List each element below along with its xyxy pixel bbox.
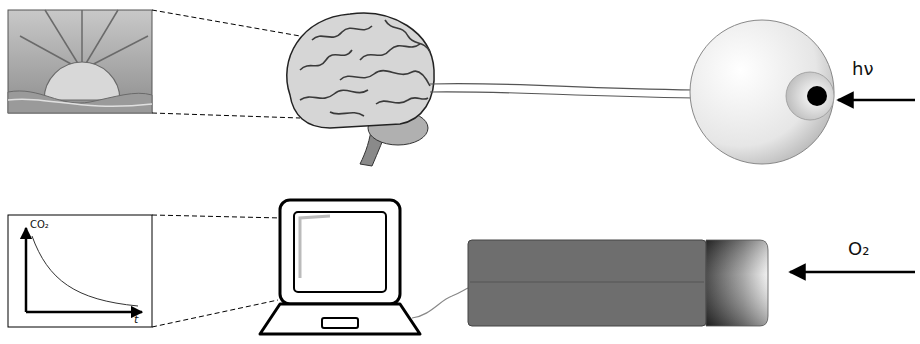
iris <box>786 72 834 120</box>
cerebrum <box>287 13 434 128</box>
sensor-cable <box>412 288 468 318</box>
gyrus <box>312 26 372 40</box>
nerve-line <box>430 84 696 90</box>
gyrus <box>385 20 430 52</box>
sun-ray <box>81 10 83 70</box>
sensor-body <box>468 240 706 326</box>
graph-inset <box>8 215 152 327</box>
oxygen-sensor <box>468 240 768 326</box>
screen-glare <box>300 216 330 278</box>
x-axis <box>26 311 142 314</box>
inset-frame <box>8 10 152 113</box>
sensor-tip-shade <box>706 240 768 326</box>
gyrus <box>300 50 352 70</box>
gyrus <box>376 98 428 104</box>
sun-ray <box>45 10 82 70</box>
gyrus <box>360 44 420 60</box>
laptop <box>260 200 420 334</box>
light-arrow <box>838 99 915 102</box>
axis-label: t <box>134 314 138 325</box>
touchpad <box>322 318 358 328</box>
photon-label: hν <box>852 60 873 78</box>
sun-rays <box>20 10 148 70</box>
brain <box>287 13 434 166</box>
y-axis <box>25 228 28 312</box>
zoom-line <box>152 300 278 327</box>
ground-highlight <box>8 99 152 106</box>
brain-gyri <box>300 20 430 116</box>
sun-disc <box>44 62 120 100</box>
gyrus <box>300 90 368 100</box>
pupil <box>807 86 827 106</box>
laptop-base <box>260 304 420 334</box>
nerve-line <box>430 92 696 98</box>
ground <box>8 91 152 113</box>
gyrus <box>330 112 364 116</box>
sunrise-inset <box>8 10 152 113</box>
eye-globe <box>690 20 834 164</box>
laptop-screen <box>294 212 386 292</box>
eyeball <box>690 20 834 164</box>
zoom-line <box>152 10 300 36</box>
decay-curve <box>32 236 138 306</box>
zoom-line <box>152 113 300 118</box>
gas-label: O₂ <box>848 240 869 258</box>
gyrus <box>340 71 430 86</box>
zoom-line <box>152 215 282 218</box>
laptop-lid <box>280 200 400 304</box>
axis-label: CO₂ <box>30 220 49 230</box>
sensor-tip <box>706 240 768 326</box>
optic-nerve <box>430 84 696 98</box>
sensor-seam <box>470 282 704 283</box>
inset-frame <box>8 215 152 327</box>
gas-arrow <box>790 271 915 274</box>
